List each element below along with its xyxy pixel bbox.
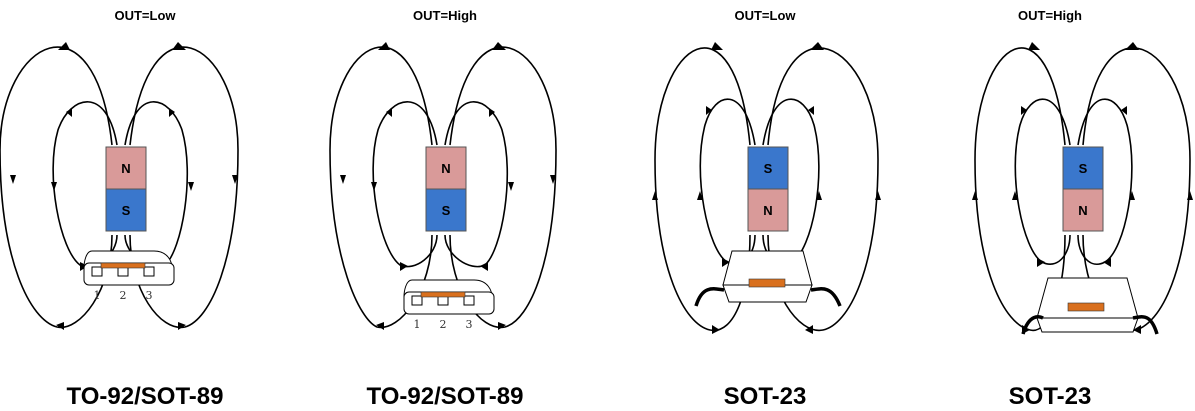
output-state-label: OUT=High (413, 8, 477, 23)
north-pole (105, 146, 147, 190)
output-state-label: OUT=Low (114, 8, 176, 23)
north-pole (1062, 188, 1104, 232)
top-pole-label: N (121, 161, 130, 176)
pin-number: 1 (414, 318, 421, 331)
package-label: TO-92/SOT-89 (366, 383, 524, 410)
top-pole-label: S (1079, 161, 1088, 176)
south-pole (105, 188, 147, 232)
panel-sot23-low: OUT=Low S N (620, 0, 910, 410)
sot23-package (1021, 277, 1159, 335)
hall-chip (420, 291, 466, 298)
hall-chip (100, 262, 146, 269)
to92-package (83, 250, 175, 286)
field-line-outer-left (329, 46, 433, 329)
pin-number: 3 (466, 318, 473, 331)
magnet-field-diagram: N S 1 2 3 (0, 42, 239, 330)
magnet-field-diagram: S N (652, 42, 881, 334)
pin-number: 2 (440, 318, 447, 331)
package-label: TO-92/SOT-89 (66, 383, 224, 410)
panel-sot23-high: OUT=High S N (905, 0, 1195, 410)
pin-number: 1 (94, 289, 101, 302)
panel-to92-high: OUT=High N S (300, 0, 590, 410)
magnet-field-diagram: S N (972, 42, 1193, 335)
magnet-field-diagram: N S 1 2 3 (329, 42, 557, 331)
package-label: SOT-23 (1008, 383, 1092, 410)
panel-to92-low: OUT=Low N S (0, 0, 290, 410)
south-pole (747, 146, 789, 190)
bottom-pole-label: N (1078, 203, 1087, 218)
pin-number: 3 (146, 289, 153, 302)
package-label: SOT-23 (723, 383, 807, 410)
output-state-label: OUT=High (1018, 8, 1082, 23)
field-arrows (340, 42, 556, 330)
south-pole (425, 188, 467, 232)
pin-number: 2 (120, 289, 127, 302)
hall-chip (748, 278, 786, 288)
field-line-inner-right (1077, 98, 1133, 265)
field-line-outer-left (654, 47, 751, 332)
top-pole-label: S (764, 161, 773, 176)
sot23-package (694, 250, 842, 307)
hall-chip (1067, 302, 1105, 312)
field-line-inner-right (444, 101, 509, 268)
north-pole (747, 188, 789, 232)
top-pole-label: N (441, 161, 450, 176)
output-state-label: OUT=Low (734, 8, 796, 23)
bottom-pole-label: S (442, 203, 451, 218)
bottom-pole-label: N (763, 203, 772, 218)
bottom-pole-label: S (122, 203, 131, 218)
field-line-inner-left (1014, 98, 1071, 265)
